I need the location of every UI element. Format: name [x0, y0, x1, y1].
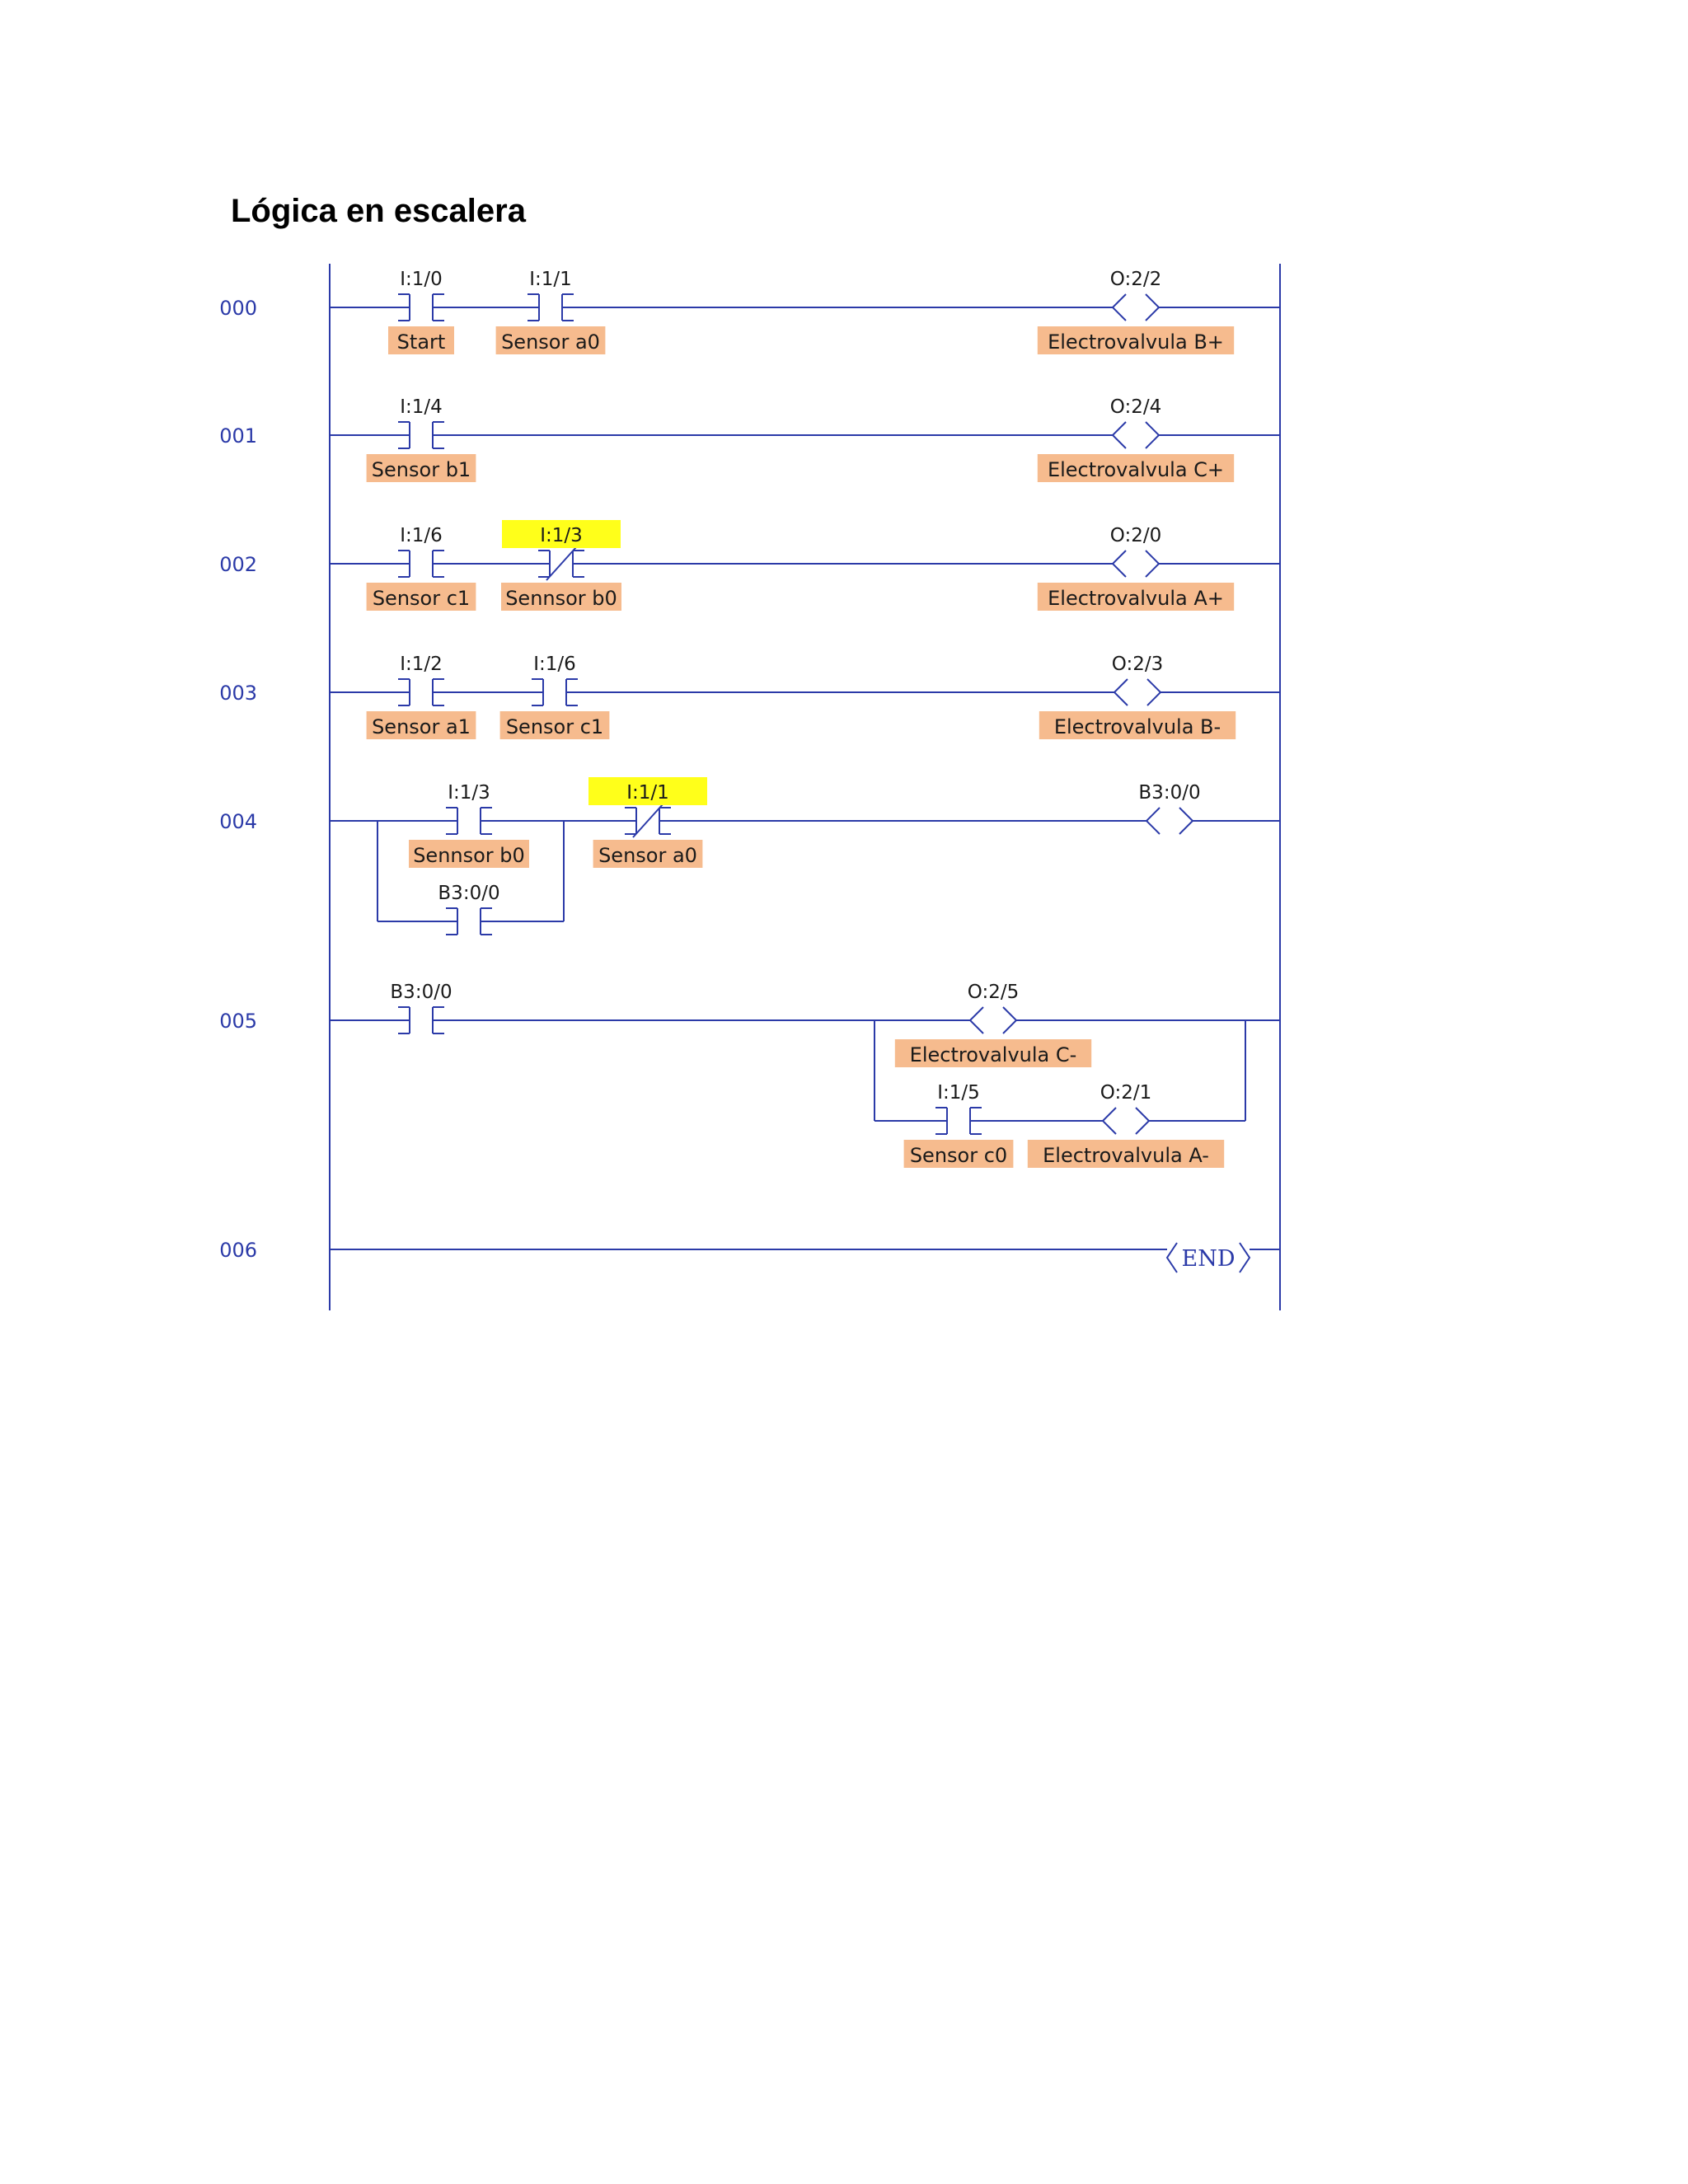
tag-label-bg: [366, 583, 476, 611]
tag-label: Electrovalvula A-: [1043, 1144, 1209, 1167]
contact-nc[interactable]: [625, 804, 671, 838]
tag-label: Sensor a0: [501, 330, 600, 354]
tag-label-bg: [1037, 583, 1235, 611]
rung-number: 001: [219, 424, 257, 448]
address-label: I:1/6: [533, 654, 576, 675]
rung-number: 005: [219, 1010, 257, 1033]
end-instruction: [1165, 1242, 1251, 1273]
tag-label: Electrovalvula A+: [1048, 587, 1224, 610]
tag-label-bg: [495, 326, 606, 354]
contact-no[interactable]: [935, 1107, 982, 1135]
contact-no[interactable]: [446, 807, 492, 835]
address-label: B3:0/0: [390, 982, 452, 1003]
tag-label: Electrovalvula C+: [1048, 458, 1224, 481]
tag-label-bg: [1037, 454, 1235, 482]
rung-number: 004: [219, 810, 257, 833]
tag-label: Sensor a0: [598, 844, 697, 867]
rung-number: 003: [219, 682, 257, 705]
tag-label: Sennsor b0: [505, 587, 617, 610]
tag-label-bg: [499, 711, 610, 739]
address-highlight: [502, 520, 621, 548]
address-label: B3:0/0: [438, 883, 499, 904]
tag-label-bg: [1027, 1140, 1225, 1168]
address-label: I:1/1: [529, 269, 572, 290]
tag-label-bg: [1039, 711, 1236, 739]
tag-label: Sensor c1: [373, 587, 470, 610]
rung-number: 006: [219, 1239, 257, 1262]
output-coil[interactable]: [1101, 1106, 1151, 1136]
tag-label-bg: [903, 1140, 1014, 1168]
tag-label-bg: [1037, 326, 1235, 354]
address-label: O:2/0: [1110, 525, 1161, 546]
contact-no[interactable]: [398, 293, 444, 321]
page-title: Lógica en escalera: [231, 193, 526, 229]
address-label: I:1/4: [400, 396, 443, 418]
address-label: B3:0/0: [1138, 782, 1200, 804]
output-coil[interactable]: [968, 1005, 1018, 1035]
tag-label-bg: [593, 840, 703, 868]
tag-label-bg: [366, 454, 476, 482]
end-label: END: [1182, 1246, 1236, 1272]
contact-no[interactable]: [398, 678, 444, 706]
rung-number: 000: [219, 297, 257, 320]
tag-label: Sensor c1: [506, 715, 603, 738]
tag-label: Sensor a1: [372, 715, 471, 738]
address-label: O:2/3: [1112, 654, 1163, 675]
address-label: I:1/3: [540, 525, 583, 546]
address-label: I:1/5: [937, 1082, 980, 1104]
contact-no[interactable]: [398, 421, 444, 449]
contact-nc[interactable]: [538, 546, 584, 581]
tag-label: Sennsor b0: [413, 844, 525, 867]
tag-label-bg: [409, 840, 529, 868]
address-label: I:1/0: [400, 269, 443, 290]
contact-no[interactable]: [398, 550, 444, 578]
contact-no[interactable]: [532, 678, 578, 706]
tag-label: Start: [397, 330, 446, 354]
internal-bit-coil[interactable]: [1145, 806, 1194, 836]
tag-label: Electrovalvula B-: [1054, 715, 1221, 738]
output-coil[interactable]: [1111, 549, 1160, 579]
output-coil[interactable]: [1111, 293, 1160, 322]
address-label: O:2/5: [968, 982, 1019, 1003]
tag-label-bg: [894, 1039, 1092, 1067]
rung-number: 002: [219, 553, 257, 576]
output-coil[interactable]: [1111, 420, 1160, 450]
address-label: O:2/2: [1110, 269, 1161, 290]
address-label: I:1/1: [626, 782, 669, 804]
tag-label-bg: [501, 583, 621, 611]
output-coil[interactable]: [1113, 677, 1162, 707]
address-highlight: [588, 777, 707, 805]
tag-label: Sensor c0: [910, 1144, 1007, 1167]
address-label: I:1/3: [448, 782, 490, 804]
address-label: I:1/2: [400, 654, 443, 675]
tag-label: Electrovalvula C-: [910, 1043, 1077, 1066]
contact-no[interactable]: [528, 293, 574, 321]
tag-label-bg: [366, 711, 476, 739]
tag-label-bg: [388, 326, 454, 354]
address-label: I:1/6: [400, 525, 443, 546]
contact-no[interactable]: [398, 1006, 444, 1034]
tag-label: Sensor b1: [372, 458, 471, 481]
tag-label: Electrovalvula B+: [1048, 330, 1224, 354]
address-label: O:2/4: [1110, 396, 1161, 418]
address-label: O:2/1: [1100, 1082, 1151, 1104]
contact-no[interactable]: [446, 907, 492, 935]
